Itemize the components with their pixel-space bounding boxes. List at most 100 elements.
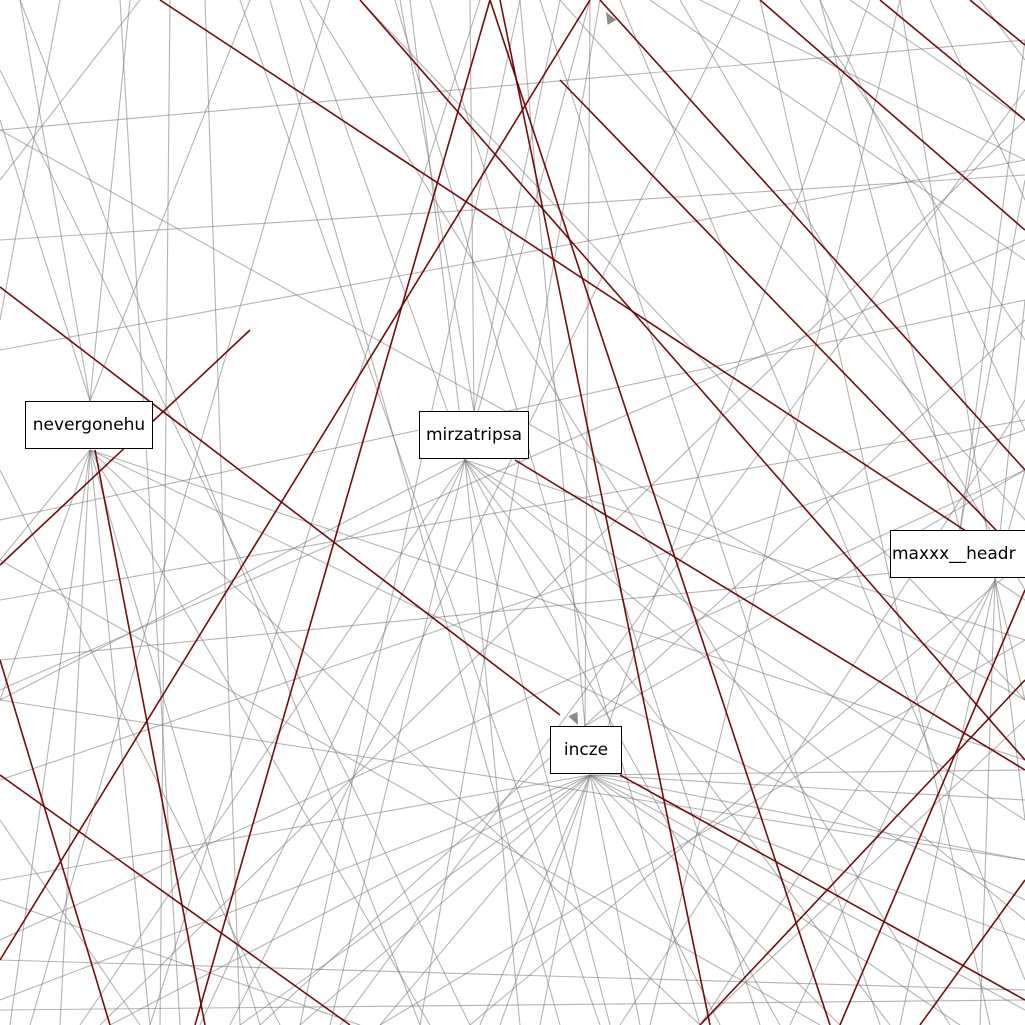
edge-line [229, 0, 741, 1025]
edge-line [89, 449, 151, 1025]
edge-line [99, 119, 1025, 1025]
edge-line [589, 774, 841, 1025]
edge-line [9, 449, 91, 1025]
edge-line [929, 0, 1025, 201]
edge-line [899, 579, 996, 1025]
edge-line [959, 179, 1025, 531]
edge-line [0, 429, 1025, 781]
edge-line [619, 399, 1025, 1025]
node-mirzatripsa[interactable]: mirzatripsa [419, 411, 529, 459]
edge-line [239, 0, 601, 1025]
edge-line [89, 449, 1025, 901]
edge-line [0, 959, 1025, 991]
edge-line [589, 769, 1025, 776]
edge-line [0, 699, 1025, 861]
edge-line [149, 0, 481, 1025]
edge-line-highlight [879, 0, 1025, 121]
edge-line [409, 0, 466, 461]
edge-line-highlight [0, 286, 561, 716]
edge-line [589, 774, 1025, 861]
edge-line [699, 719, 1025, 1025]
edge-line [0, 0, 141, 181]
edge-line [0, 419, 1025, 601]
edge-line-highlight [839, 589, 1025, 1025]
edge-line [464, 459, 611, 1025]
edge-line [0, 469, 281, 1025]
edge-line [89, 0, 251, 402]
edge-line [994, 579, 1025, 821]
edge-line [464, 459, 1025, 821]
edge-line [464, 0, 591, 461]
edge-line [539, 774, 591, 1025]
edge-line [469, 559, 1025, 1025]
edge-line [979, 579, 996, 1025]
edge-line [473, 0, 561, 412]
edge-line [649, 0, 1025, 261]
edge-line [0, 999, 1025, 1011]
edge-line [0, 39, 1025, 131]
edge-line [239, 774, 591, 1025]
edge-line [89, 449, 261, 1025]
node-maxxx-headr[interactable]: maxxx__headr [890, 530, 1025, 578]
edge-line-highlight [759, 0, 1025, 231]
edge-line [819, 0, 1025, 431]
edge-line [589, 774, 1025, 1011]
edge-line [0, 459, 466, 701]
edge-line [699, 579, 996, 1025]
edge-line [89, 449, 701, 1025]
edge-line [759, 0, 991, 1025]
edge-line [584, 0, 591, 727]
edge-line [979, 0, 1025, 61]
edge-line [559, 0, 1025, 521]
arrowhead-icon [606, 12, 617, 25]
edge-line [89, 449, 1025, 761]
edge-line [0, 119, 91, 402]
edge-line-highlight [969, 0, 1025, 46]
edge-line-highlight [159, 0, 1025, 571]
edge-line [89, 0, 131, 402]
edge-line [464, 459, 781, 1025]
edge-line [589, 774, 721, 1025]
edge-line [0, 559, 1025, 661]
edge-line [0, 449, 91, 561]
edge-line [399, 0, 475, 412]
edge-line [159, 0, 171, 1025]
arrowhead-icon [568, 712, 578, 725]
edge-line [0, 559, 821, 1025]
edge-line [0, 449, 91, 701]
edge-line [109, 774, 591, 1025]
edge-line [849, 0, 1025, 121]
edge-line [589, 774, 641, 1025]
edge-line [619, 0, 1025, 981]
edge-line-highlight [489, 0, 831, 1025]
edge-line [464, 459, 891, 1025]
edge-line-highlight [194, 0, 491, 1025]
edge-line [959, 39, 1025, 531]
edge-line-highlight [919, 879, 1025, 1025]
edge-line [0, 174, 1025, 241]
edge-line [59, 449, 91, 1025]
edge-line-highlight [559, 79, 1025, 561]
edge-line-highlight [599, 0, 1025, 471]
edge-line [199, 459, 466, 1025]
edge-line-highlight [514, 459, 1025, 771]
edge-line [79, 459, 466, 1025]
edge-line [19, 0, 91, 402]
edge-line [0, 899, 361, 1025]
edge-line [679, 0, 1025, 591]
edge-line [29, 0, 331, 1025]
node-nevergonehu[interactable]: nevergonehu [25, 401, 153, 449]
edge-line-highlight [0, 0, 591, 961]
edge-line [479, 774, 591, 1025]
edge-line [204, 0, 241, 1025]
edge-line [339, 89, 1025, 1025]
edge-line [464, 459, 1025, 641]
edge-line [0, 774, 591, 881]
edge-line [0, 239, 1025, 691]
edge-line-highlight [0, 774, 351, 1025]
edge-line [789, 579, 996, 1025]
node-incze[interactable]: incze [550, 726, 622, 774]
edge-line [0, 469, 1025, 941]
